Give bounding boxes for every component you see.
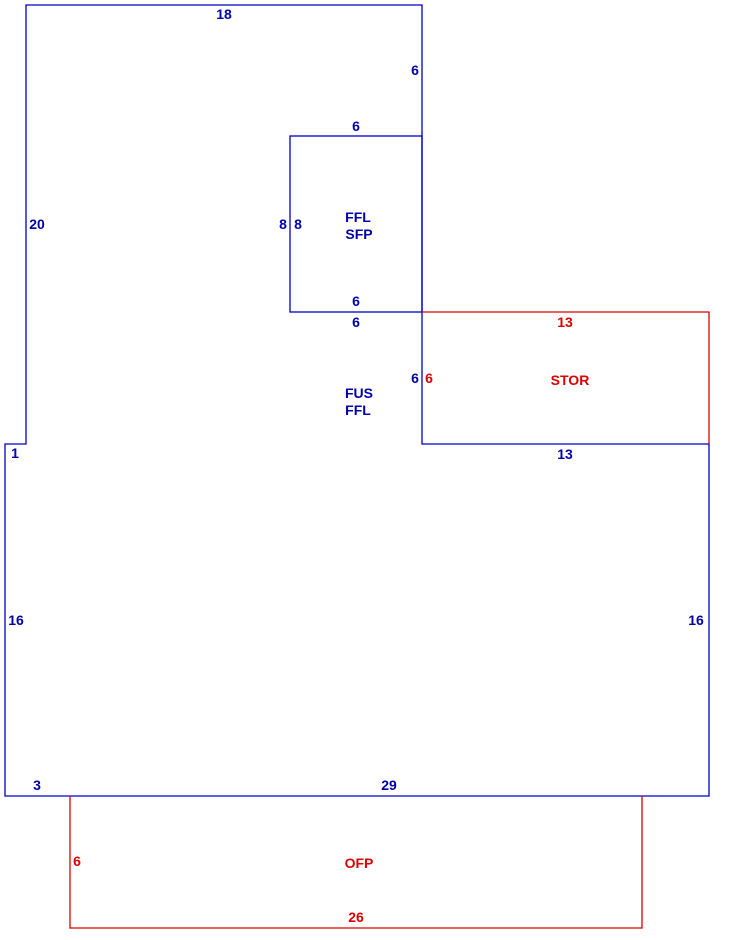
second-floor-right-dimension: 8 xyxy=(294,216,302,232)
main-area-code-1: FUS xyxy=(345,385,373,401)
storage-code: STOR xyxy=(551,372,590,388)
porch-left-dimension: 6 xyxy=(73,853,81,869)
main-right-upper-dimension: 6 xyxy=(411,62,419,78)
main-top-dimension: 18 xyxy=(216,6,232,22)
main-notch-bottom-dimension: 6 xyxy=(352,314,360,330)
main-area-code-2: FFL xyxy=(345,402,371,418)
porch-outline xyxy=(69,796,643,929)
porch-code: OFP xyxy=(345,855,374,871)
second-floor-outline xyxy=(289,135,423,313)
main-bottom-left-dimension: 3 xyxy=(33,777,41,793)
main-area-outline xyxy=(4,4,710,797)
storage-left-dimension: 6 xyxy=(425,370,433,386)
main-left-lower-dimension: 16 xyxy=(8,612,24,628)
storage-top-dimension: 13 xyxy=(557,314,573,330)
second-floor-left-dimension: 8 xyxy=(279,216,287,232)
porch-bottom-dimension: 26 xyxy=(348,909,364,925)
second-floor-top-dimension: 6 xyxy=(352,118,360,134)
main-step-dimension: 1 xyxy=(11,445,19,461)
storage-bottom-dimension: 13 xyxy=(557,446,573,462)
main-notch-side-dimension: 6 xyxy=(411,370,419,386)
main-left-upper-dimension: 20 xyxy=(29,216,45,232)
second-floor-bottom-dimension: 6 xyxy=(352,293,360,309)
main-bottom-dimension: 29 xyxy=(381,777,397,793)
second-floor-code-1: FFL xyxy=(345,209,371,225)
main-right-dimension: 16 xyxy=(688,612,704,628)
second-floor-code-2: SFP xyxy=(345,226,372,242)
storage-outline xyxy=(422,311,710,444)
